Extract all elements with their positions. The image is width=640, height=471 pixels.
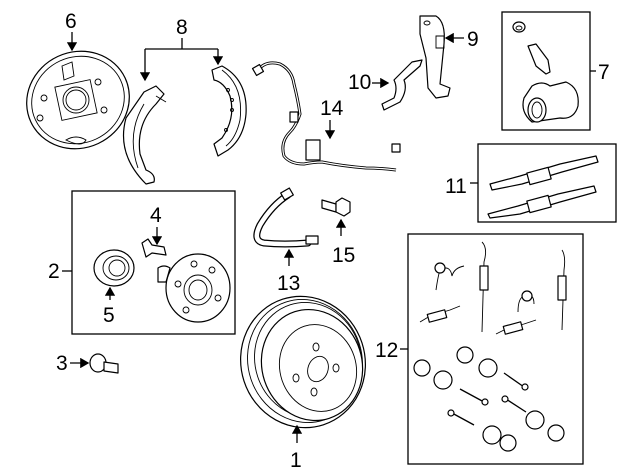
bolt[interactable] xyxy=(321,197,351,217)
parking-brake-strut[interactable] xyxy=(381,59,423,111)
callout-number: 15 xyxy=(332,244,355,267)
callout-number: 3 xyxy=(56,352,68,375)
callout-14: 14 xyxy=(320,97,344,140)
wheel-stud[interactable] xyxy=(141,238,167,258)
backing-plate[interactable] xyxy=(11,35,146,166)
wheel-cylinder-assembly[interactable] xyxy=(512,21,579,123)
brake-hose[interactable] xyxy=(253,187,319,248)
callout-number: 10 xyxy=(348,71,371,94)
callout-number: 9 xyxy=(467,28,479,51)
adjuster-kit[interactable] xyxy=(487,155,599,219)
callout-4: 4 xyxy=(150,204,163,246)
hub-bolt[interactable] xyxy=(89,353,119,374)
hardware-kit[interactable] xyxy=(413,241,567,452)
callout-number: 12 xyxy=(375,339,398,362)
callout-2: 2 xyxy=(48,260,72,283)
parking-brake-lever[interactable] xyxy=(419,15,451,99)
callout-1: 1 xyxy=(290,424,303,471)
callout-number: 2 xyxy=(48,260,60,283)
callout-13: 13 xyxy=(277,248,300,295)
callout-8: 8 xyxy=(139,16,224,82)
callout-12: 12 xyxy=(375,339,408,362)
callout-15: 15 xyxy=(332,218,355,267)
callout-6: 6 xyxy=(65,10,78,52)
callout-number: 8 xyxy=(176,16,188,39)
callout-number: 4 xyxy=(150,204,162,227)
callout-number: 14 xyxy=(320,97,344,120)
callout-number: 13 xyxy=(277,272,300,295)
callout-3: 3 xyxy=(56,352,90,375)
callout-5: 5 xyxy=(103,286,116,327)
callout-10: 10 xyxy=(348,71,390,94)
callout-7: 7 xyxy=(590,61,610,84)
callout-number: 1 xyxy=(290,449,302,471)
callout-9: 9 xyxy=(444,28,479,51)
callout-number: 11 xyxy=(445,175,467,198)
callout-number: 5 xyxy=(103,304,115,327)
abs-sensor-wire[interactable] xyxy=(251,61,401,172)
bearing[interactable] xyxy=(93,249,135,287)
callout-11: 11 xyxy=(445,175,478,198)
brake-drum[interactable] xyxy=(224,280,383,444)
brake-shoe-left[interactable] xyxy=(122,85,167,185)
brake-shoe-right[interactable] xyxy=(211,65,247,157)
callout-number: 7 xyxy=(598,61,610,84)
hub-assembly-box xyxy=(71,190,236,335)
callout-number: 6 xyxy=(65,10,77,33)
hub-flange[interactable] xyxy=(157,253,231,323)
